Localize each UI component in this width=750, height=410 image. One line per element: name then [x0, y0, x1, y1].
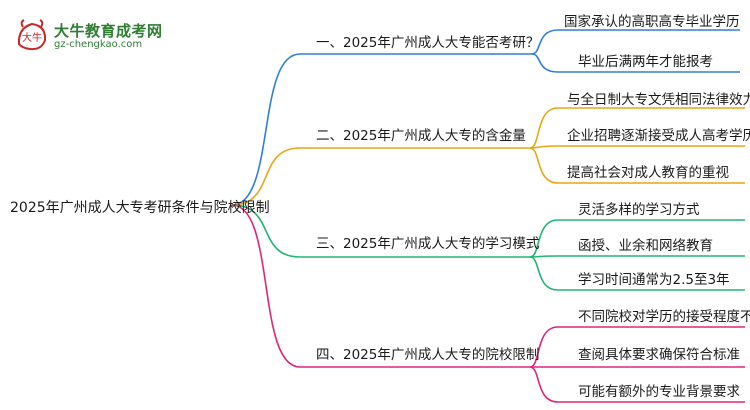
leaf-connector-2-2: [529, 145, 745, 149]
branch-connector-3: [231, 204, 530, 258]
branch-topic-2: 二、2025年广州成人大专的含金量: [316, 128, 526, 144]
leaf-2-2: 企业招聘逐渐接受成人高考学历: [567, 128, 750, 144]
leaf-2-1: 与全日制大专文凭相同法律效力: [567, 92, 750, 108]
leaf-connector-4-1: [529, 326, 745, 368]
root-topic: 2025年广州成人大专考研条件与院校限制: [10, 200, 270, 216]
logo-url: gz-chengkao.com: [54, 39, 143, 50]
branch-connector-4: [231, 204, 530, 368]
leaf-4-2: 查阅具体要求确保符合标准: [578, 347, 740, 363]
leaf-3-1: 灵活多样的学习方式: [578, 202, 700, 218]
branch-topic-3: 三、2025年广州成人大专的学习模式: [316, 236, 540, 252]
leaf-connector-3-3: [529, 256, 745, 291]
leaf-connector-3-2: [529, 255, 745, 258]
logo-mark-text: 大牛: [22, 31, 42, 44]
ox-logo-icon: 大牛: [17, 19, 47, 51]
leaf-connector-2-3: [529, 147, 745, 184]
leaf-connector-2-1: [529, 107, 745, 149]
leaf-3-2: 函授、业余和网络教育: [578, 238, 713, 254]
branch-connector-1: [231, 53, 532, 206]
leaf-connector-1-1: [531, 29, 740, 55]
branch-topic-1: 一、2025年广州成人大专能否考研？: [316, 35, 540, 51]
site-logo: 大牛 大牛教育成考网 gz-chengkao.com: [14, 18, 174, 54]
branch-topic-4: 四、2025年广州成人大专的院校限制: [316, 347, 540, 363]
leaf-2-3: 提高社会对成人教育的重视: [567, 165, 729, 181]
leaf-1-2: 毕业后满两年才能报考: [578, 54, 713, 70]
leaf-3-3: 学习时间通常为2.5至3年: [578, 272, 730, 288]
leaf-connector-1-2: [531, 53, 740, 73]
logo-name: 大牛教育成考网: [54, 22, 163, 40]
leaf-connector-4-3: [529, 366, 745, 403]
branch-connector-2: [231, 147, 530, 206]
leaf-4-1: 不同院校对学历的接受程度不同: [578, 309, 750, 325]
leaf-4-3: 可能有额外的专业背景要求: [578, 384, 740, 400]
leaf-1-1: 国家承认的高职高专毕业学历: [564, 14, 740, 30]
leaf-connector-3-1: [529, 219, 745, 258]
